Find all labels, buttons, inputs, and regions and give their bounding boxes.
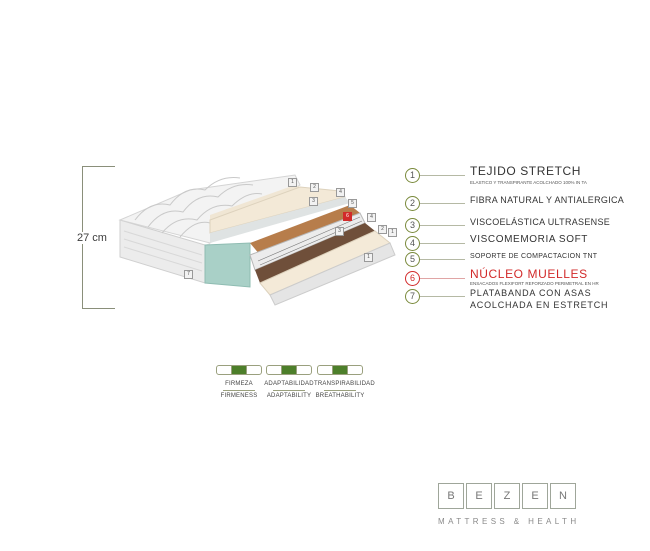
- rating-bar: [266, 365, 312, 375]
- rating-label-es: TRANSPIRABILIDAD: [314, 381, 375, 387]
- callout-marker: 2: [378, 225, 387, 234]
- legend-number: 2: [405, 196, 420, 211]
- legend-number: 4: [405, 236, 420, 251]
- callout-marker: 1: [364, 253, 373, 262]
- callout-marker: 1: [388, 228, 397, 237]
- rating-bar: [317, 365, 363, 375]
- logo-letter: N: [550, 483, 576, 509]
- rating-label-es: FIRMEZA: [225, 381, 253, 387]
- logo-letter: E: [522, 483, 548, 509]
- callout-marker: 3: [335, 227, 344, 236]
- height-label: 27 cm: [62, 232, 122, 244]
- callout-marker: 4: [336, 188, 345, 197]
- rating-label-en: ADAPTABILITY: [266, 393, 312, 399]
- rating-label-en: BREATHABILITY: [315, 393, 365, 399]
- callout-marker: 5: [348, 199, 357, 208]
- legend-title: PLATABANDA CON ASAS: [470, 288, 592, 298]
- callout-marker: 1: [288, 178, 297, 187]
- logo-letter: Z: [494, 483, 520, 509]
- legend-number: 7: [405, 289, 420, 304]
- legend-title: SOPORTE DE COMPACTACION TNT: [470, 253, 598, 260]
- callout-marker: 2: [310, 183, 319, 192]
- rating-label-es: ADAPTABILIDAD: [264, 381, 314, 387]
- height-dimension-top: [82, 166, 115, 167]
- legend-subtitle: ENSACADOS FLEXIFORT REFORZADO PERIMETRAL…: [470, 281, 599, 286]
- mattress-illustration: [118, 174, 396, 306]
- legend-number: 5: [405, 252, 420, 267]
- legend-title: FIBRA NATURAL Y ANTIALERGICA: [470, 195, 625, 205]
- rating-adaptability: ADAPTABILIDAD ADAPTABILITY: [263, 365, 315, 400]
- rating-bar: [216, 365, 262, 375]
- callout-marker: 7: [184, 270, 193, 279]
- legend-number: 6: [405, 271, 420, 286]
- rating-firmness: FIRMEZA FIRMENESS: [213, 365, 265, 400]
- callout-marker: 4: [367, 213, 376, 222]
- legend-title: NÚCLEO MUELLES: [470, 267, 588, 281]
- legend-title: VISCOELÁSTICA ULTRASENSE: [470, 217, 611, 227]
- legend-subtitle: ELASTICO Y TRANSPIRANTE ACOLCHADO 100% I…: [470, 180, 587, 185]
- legend-number: 1: [405, 168, 420, 183]
- legend-title: TEJIDO STRETCH: [470, 164, 582, 178]
- legend-title-line2: ACOLCHADA EN ESTRETCH: [470, 300, 609, 310]
- height-dimension-bottom: [82, 308, 115, 309]
- logo-letter: E: [466, 483, 492, 509]
- callout-marker-highlight: 6: [343, 212, 352, 221]
- logo-tagline: MATTRESS & HEALTH: [438, 517, 580, 526]
- rating-breathability: TRANSPIRABILIDAD BREATHABILITY: [314, 365, 375, 400]
- rating-label-en: FIRMENESS: [220, 393, 258, 399]
- legend-number: 3: [405, 218, 420, 233]
- logo-letter: B: [438, 483, 464, 509]
- legend-title: VISCOMEMORIA SOFT: [470, 234, 588, 245]
- callout-marker: 3: [309, 197, 318, 206]
